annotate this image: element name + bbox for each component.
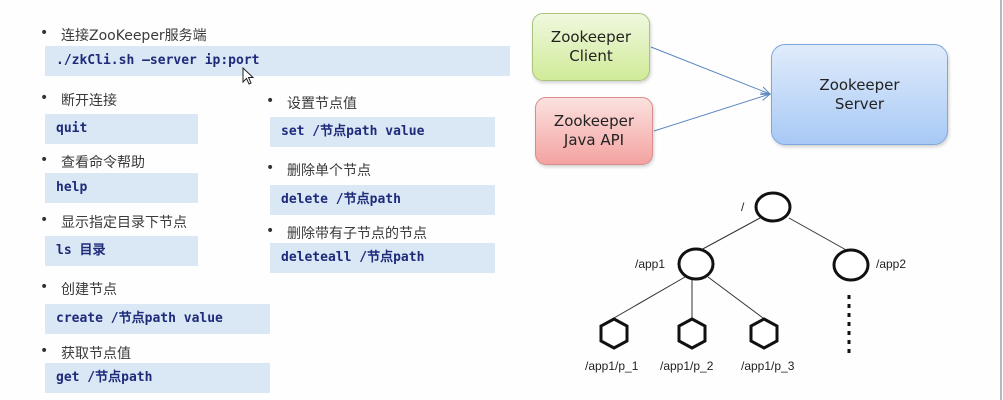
code-get[interactable]: get /节点path: [45, 363, 270, 393]
bullet: •: [266, 93, 275, 109]
server-subtitle: Server: [834, 94, 885, 113]
tree-node-root: [754, 191, 792, 223]
code-quit[interactable]: quit: [45, 114, 198, 144]
bullet: •: [40, 343, 49, 359]
tree-label-app2: /app2: [876, 257, 906, 271]
command-label-delete: 删除单个节点: [287, 163, 371, 179]
bullet: •: [40, 212, 49, 228]
api-subtitle: Java API: [563, 131, 625, 149]
client-title: Zookeeper: [550, 28, 632, 46]
tree-label-app1: /app1: [635, 257, 665, 271]
tree-node-app1: [677, 247, 715, 281]
bullet: •: [40, 90, 49, 106]
command-label-help: 查看命令帮助: [61, 155, 145, 171]
client-subtitle: Client: [569, 47, 613, 65]
api-title: Zookeeper: [553, 112, 635, 130]
tree-label-p1: /app1/p_1: [585, 359, 639, 373]
code-ls[interactable]: ls 目录: [45, 236, 198, 266]
zookeeper-java-api-box: Zookeeper Java API: [535, 97, 653, 165]
command-label-ls: 显示指定目录下节点: [61, 215, 187, 231]
tree-node-p3: [749, 317, 779, 350]
zookeeper-server-box: Zookeeper Server: [771, 44, 948, 145]
arrow-api-to-server: [653, 94, 770, 132]
bullet: •: [40, 152, 49, 168]
command-label-create: 创建节点: [61, 282, 117, 298]
zookeeper-client-box: Zookeeper Client: [532, 13, 650, 81]
bullet: •: [266, 160, 275, 176]
right-edge-divider: [1000, 0, 1002, 400]
tree-label-p2: /app1/p_2: [660, 359, 714, 373]
code-connect[interactable]: ./zkCli.sh –server ip:port: [45, 46, 510, 76]
command-label-quit: 断开连接: [61, 93, 117, 109]
code-help[interactable]: help: [45, 173, 198, 203]
bullet: •: [40, 25, 49, 41]
command-label-get: 获取节点值: [61, 346, 131, 362]
tree-node-p1: [599, 317, 629, 350]
code-deleteall[interactable]: deleteall /节点path: [270, 243, 495, 273]
command-label-deleteall: 删除带有子节点的节点: [287, 226, 427, 242]
code-set[interactable]: set /节点path value: [270, 117, 495, 147]
tree-edges: [613, 217, 849, 319]
command-label-connect: 连接ZooKeeper服务端: [61, 28, 207, 44]
bullet: •: [40, 279, 49, 295]
mouse-cursor-icon: [242, 67, 255, 85]
tree-label-p3: /app1/p_3: [741, 359, 795, 373]
tree-node-p2: [677, 317, 707, 350]
server-title: Zookeeper: [819, 75, 900, 94]
arrow-client-to-server: [650, 46, 770, 94]
bullet: •: [266, 223, 275, 239]
code-create[interactable]: create /节点path value: [45, 304, 270, 334]
tree-node-app2: [832, 248, 870, 282]
code-delete[interactable]: delete /节点path: [270, 185, 495, 215]
tree-label-root: /: [741, 200, 745, 214]
command-label-set: 设置节点值: [287, 96, 357, 112]
